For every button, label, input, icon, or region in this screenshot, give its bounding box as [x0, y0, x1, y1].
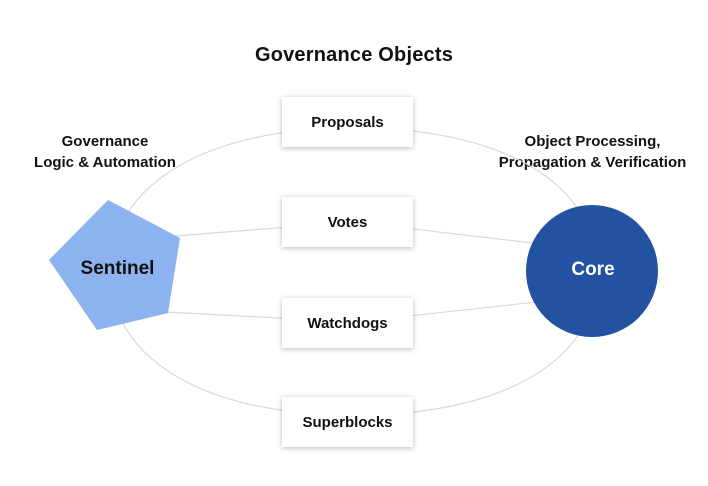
core-circle	[526, 205, 658, 337]
core-label: Core	[571, 259, 615, 280]
proposals-box: Proposals	[282, 97, 413, 147]
sentinel-description-line2: Logic & Automation	[34, 154, 176, 171]
diagram-title: Governance Objects	[254, 44, 454, 66]
core-description: Object Processing, Propagation & Verific…	[480, 131, 705, 173]
connector-lines	[109, 127, 599, 416]
connector-ring	[109, 127, 599, 416]
watchdogs-box: Watchdogs	[282, 298, 413, 348]
superblocks-box: Superblocks	[282, 397, 413, 447]
core-description-line2: Propagation & Verification	[498, 154, 687, 171]
sentinel-pentagon	[49, 200, 180, 330]
core-description-line1: Object Processing,	[524, 133, 661, 150]
sentinel-description-line1: Governance	[61, 133, 149, 150]
sentinel-description: Governance Logic & Automation	[20, 131, 190, 173]
votes-box: Votes	[282, 197, 413, 247]
sentinel-label: Sentinel	[80, 258, 155, 279]
